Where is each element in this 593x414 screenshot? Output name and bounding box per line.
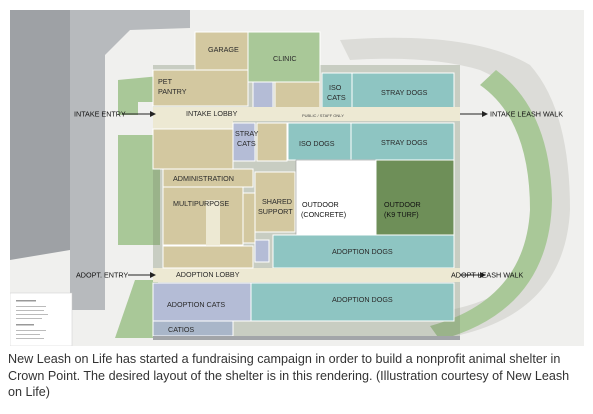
support-room xyxy=(256,122,288,162)
intake-entry-label: INTAKE ENTRY xyxy=(74,110,126,119)
intake-leash-walk-arrow-icon xyxy=(460,111,488,117)
adoption-lobby-block xyxy=(162,245,254,269)
shelter-site-plan: GARAGE CLINIC PET PANTRY INTAKE LOBBY IS… xyxy=(10,10,584,346)
adoption-dogs-upper-room xyxy=(272,234,455,269)
outdoor-k9-label-line-2: (K9 TURF) xyxy=(384,210,419,219)
garage-label: GARAGE xyxy=(208,45,239,54)
intake-entry-arrow-icon xyxy=(122,111,156,117)
adoption-dogs-lower-label: ADOPTION DOGS xyxy=(332,295,393,304)
staff-room xyxy=(254,239,270,263)
iso-dogs-label: ISO DOGS xyxy=(299,139,335,148)
landscape-north-west xyxy=(118,76,160,115)
multipurpose-corridor xyxy=(206,200,220,248)
image-caption: New Leash on Life has started a fundrais… xyxy=(8,352,570,399)
landscape-south-west xyxy=(115,280,158,338)
adoption-cats-label: ADOPTION CATS xyxy=(167,300,225,309)
outdoor-concrete-yard xyxy=(295,159,377,236)
outdoor-concrete-label-line-2: (CONCRETE) xyxy=(301,210,346,219)
iso-cats-room xyxy=(321,72,353,112)
corridor-note-label: PUBLIC / STAFF ONLY xyxy=(302,113,344,118)
administration-block xyxy=(152,128,234,170)
legend-box xyxy=(10,292,73,346)
south-edge xyxy=(153,336,460,340)
shared-support-label-line-1: SHARED xyxy=(262,197,292,206)
adoption-cats-room xyxy=(152,282,252,322)
intake-leash-walk-label: INTAKE LEASH WALK xyxy=(490,110,563,119)
clinic-support-room xyxy=(274,81,321,111)
adoption-corridor xyxy=(153,268,460,282)
adopt-entry-arrow-icon xyxy=(128,272,156,278)
adopt-entry-label: ADOPT. ENTRY xyxy=(76,271,128,280)
iso-cats-label-line-1: ISO xyxy=(329,83,342,92)
landscape-east xyxy=(430,70,552,340)
pet-pantry-label-line-2: PANTRY xyxy=(158,87,187,96)
adopt-leash-walk-arrow-icon xyxy=(460,272,486,278)
legend-lines xyxy=(16,300,48,339)
clinic-room xyxy=(247,31,321,83)
adoption-dogs-upper-label: ADOPTION DOGS xyxy=(332,247,393,256)
adoption-lobby-label: ADOPTION LOBBY xyxy=(176,270,240,279)
landscape-west xyxy=(118,135,160,245)
multipurpose-label: MULTIPURPOSE xyxy=(173,199,229,208)
pet-pantry-label-line-1: PET xyxy=(158,77,173,86)
outdoor-k9-label-line-1: OUTDOOR xyxy=(384,200,421,209)
clinic-label: CLINIC xyxy=(273,54,297,63)
outdoor-k9-turf-yard xyxy=(375,159,455,236)
adopt-leash-walk-label: ADOPT LEASH WALK xyxy=(451,271,524,280)
pet-pantry-room xyxy=(152,69,249,107)
stray-dogs-upper-label: STRAY DOGS xyxy=(381,88,428,97)
catios-label: CATIOS xyxy=(168,325,194,334)
access-road xyxy=(70,10,190,310)
outdoor-concrete-label-line-1: OUTDOOR xyxy=(302,200,339,209)
lab-room xyxy=(252,81,274,111)
iso-cats-label-line-2: CATS xyxy=(327,93,346,102)
stray-dogs-upper-room xyxy=(351,72,455,112)
stray-cats-room xyxy=(232,122,256,162)
adoption-dogs-lower-room xyxy=(250,282,455,322)
storage-room xyxy=(242,192,256,244)
intake-lobby xyxy=(153,107,233,129)
stray-cats-label-line-2: CATS xyxy=(237,139,256,148)
shared-support-label-line-2: SUPPORT xyxy=(258,207,293,216)
parking-lot xyxy=(10,10,70,260)
shared-support-room xyxy=(254,171,296,233)
iso-dogs-room xyxy=(287,122,352,161)
intake-lobby-label: INTAKE LOBBY xyxy=(186,109,238,118)
stray-cats-label-line-1: STRAY xyxy=(235,129,259,138)
administration-label: ADMINISTRATION xyxy=(173,174,234,183)
stray-dogs-lower-label: STRAY DOGS xyxy=(381,138,428,147)
multipurpose-room xyxy=(162,186,244,246)
